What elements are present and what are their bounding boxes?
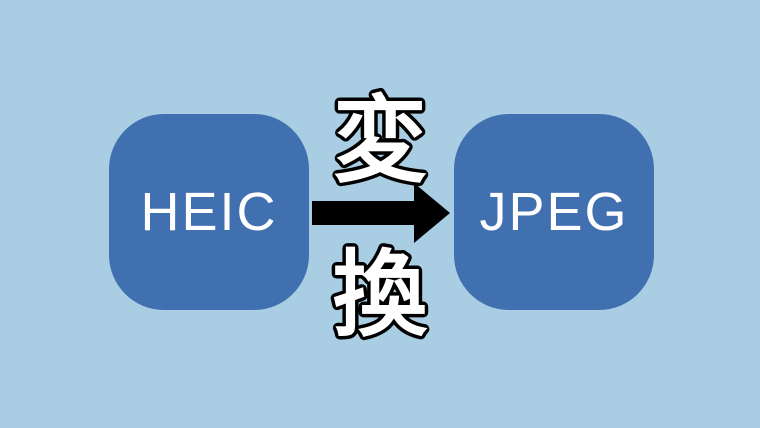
heic-label: HEIC [140, 182, 278, 242]
heic-box: HEIC [109, 114, 309, 310]
jpeg-box: JPEG [454, 114, 654, 310]
right-arrow-icon [312, 183, 450, 243]
kanji-hen-icon: 変 [329, 83, 430, 191]
kanji-hen-text: 変 [333, 86, 427, 190]
right-arrow-shape [312, 183, 450, 243]
kanji-kan-text: 換 [333, 240, 428, 344]
jpeg-label: JPEG [479, 182, 629, 242]
kanji-kan-icon: 換 [329, 237, 431, 345]
